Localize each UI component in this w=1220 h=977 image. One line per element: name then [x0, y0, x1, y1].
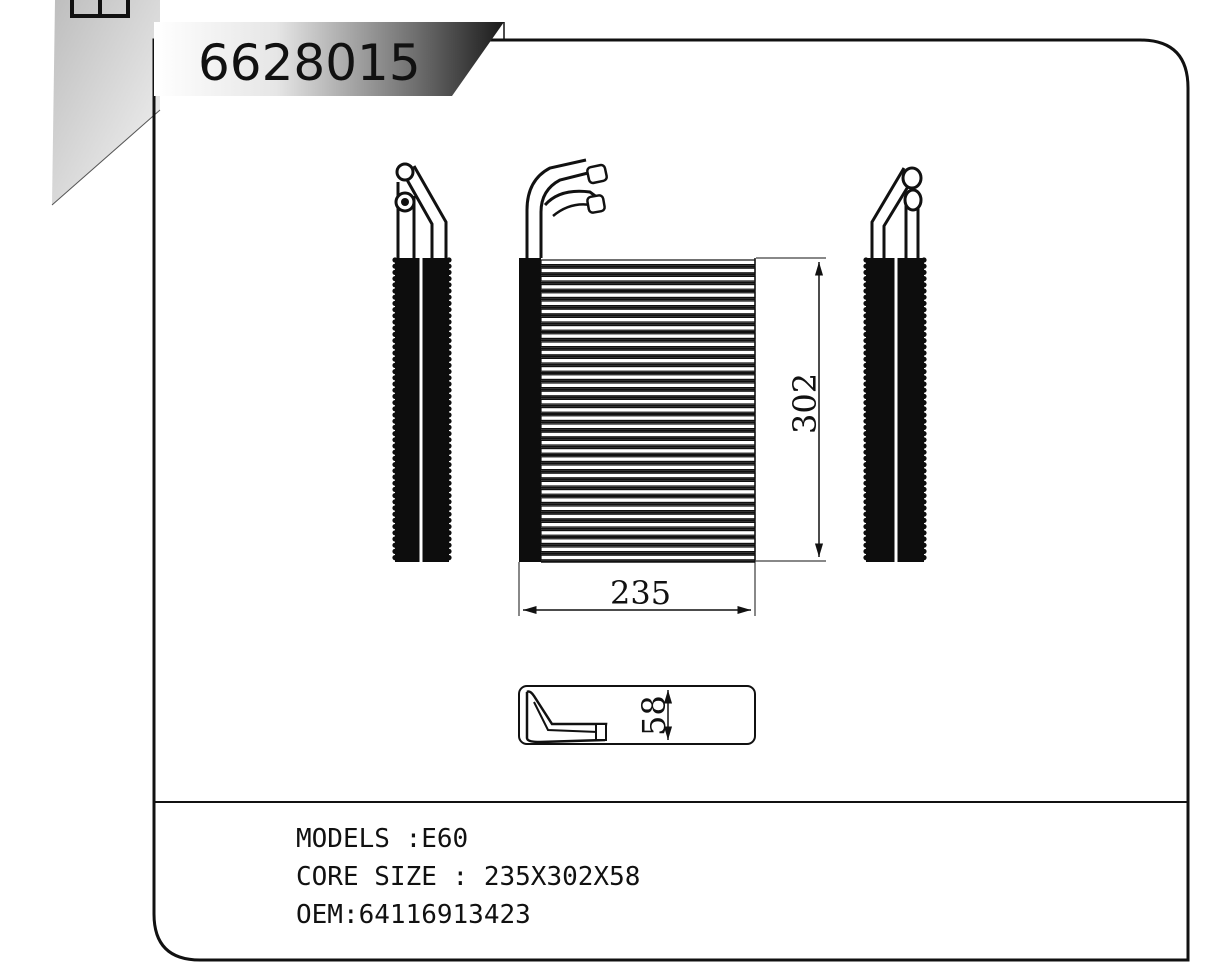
left-side-view: [392, 162, 452, 562]
height-dimension: 302: [756, 257, 826, 562]
width-dimension-label: 235: [610, 574, 671, 612]
part-number-banner: 6628015: [154, 22, 505, 96]
spec-models: MODELS :E60: [296, 824, 469, 854]
core-tubes: [540, 259, 756, 563]
pipe-fitting-icon: [586, 163, 608, 185]
pipe-end-icon: [395, 162, 415, 182]
pipe-fitting-icon: [595, 723, 607, 741]
height-dimension-label: 302: [786, 373, 824, 434]
width-dimension: 235: [518, 562, 756, 616]
pipe-end-icon: [901, 166, 923, 190]
corner-decoration: [51, 0, 161, 206]
pipe-end-icon: [903, 188, 923, 212]
drawing-frame: [152, 38, 1190, 962]
right-side-view: [863, 166, 927, 562]
part-number: 6628015: [198, 34, 421, 92]
pipe-fitting-icon: [586, 194, 606, 214]
spec-core-size: CORE SIZE : 235X302X58: [296, 862, 641, 892]
depth-dimension-label: 58: [635, 695, 673, 736]
top-view: 58: [518, 685, 756, 745]
front-view: [519, 158, 756, 563]
spec-oem: OEM:64116913423: [296, 900, 531, 930]
